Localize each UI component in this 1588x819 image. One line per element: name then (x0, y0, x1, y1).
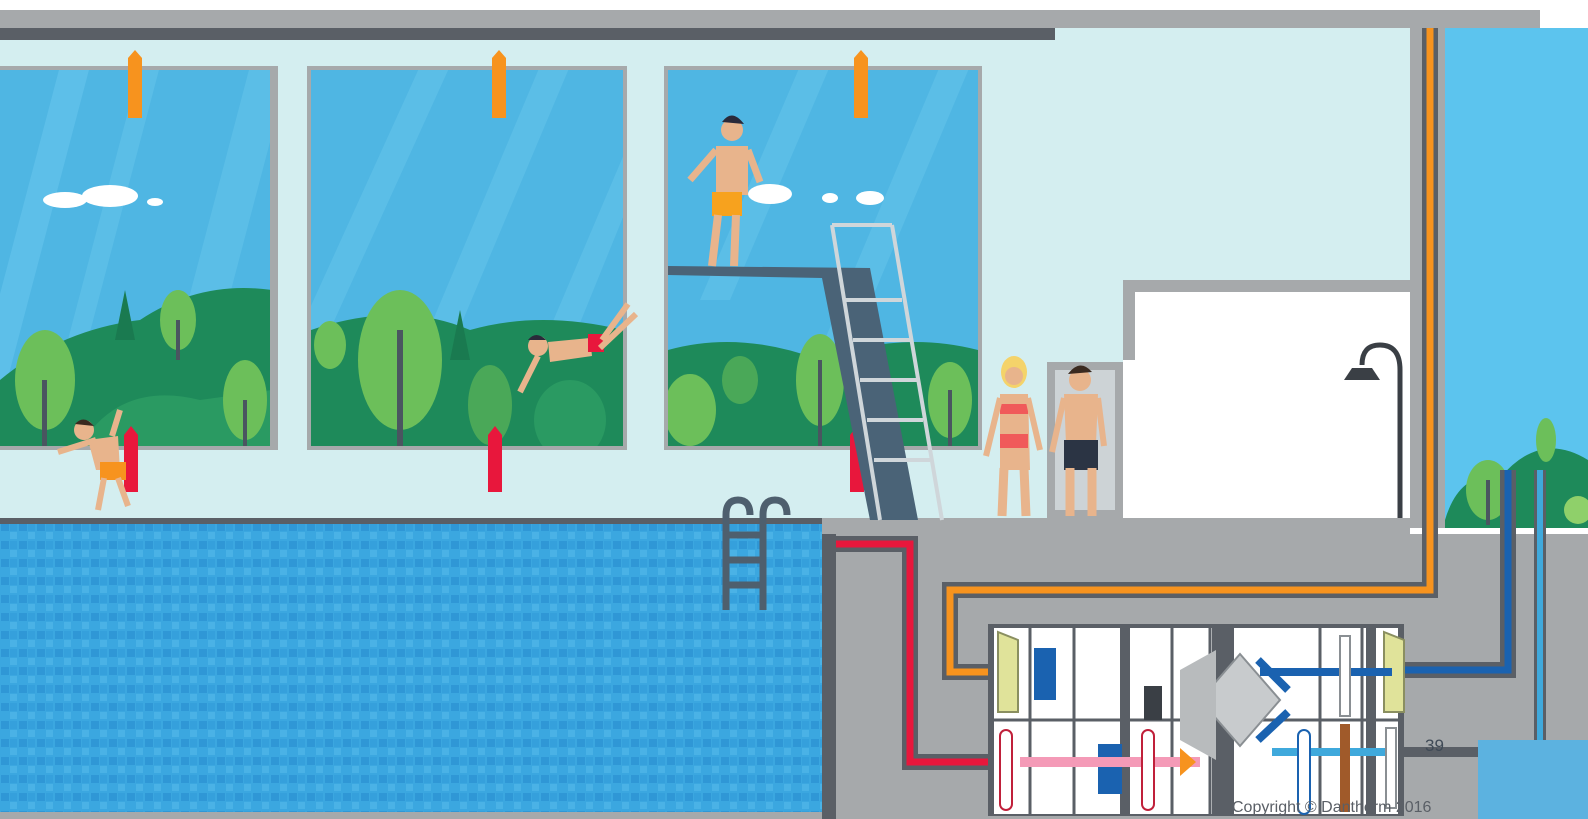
ceiling-beam (0, 10, 1540, 28)
page-number: 39 (1425, 736, 1444, 756)
deck-floor (822, 518, 1410, 534)
pool-water (0, 524, 822, 814)
pool-floor-edge (0, 812, 830, 819)
ceiling-duct (0, 28, 1055, 40)
pool-edge (0, 518, 822, 524)
outside-box (1478, 740, 1588, 819)
technical-room-wall (822, 534, 836, 819)
window-1 (0, 66, 290, 450)
copyright-notice: Copyright © Dantherm 2016 (1232, 799, 1431, 817)
window-2 (300, 66, 630, 460)
dehumidifier-unit-icon (988, 624, 1404, 816)
